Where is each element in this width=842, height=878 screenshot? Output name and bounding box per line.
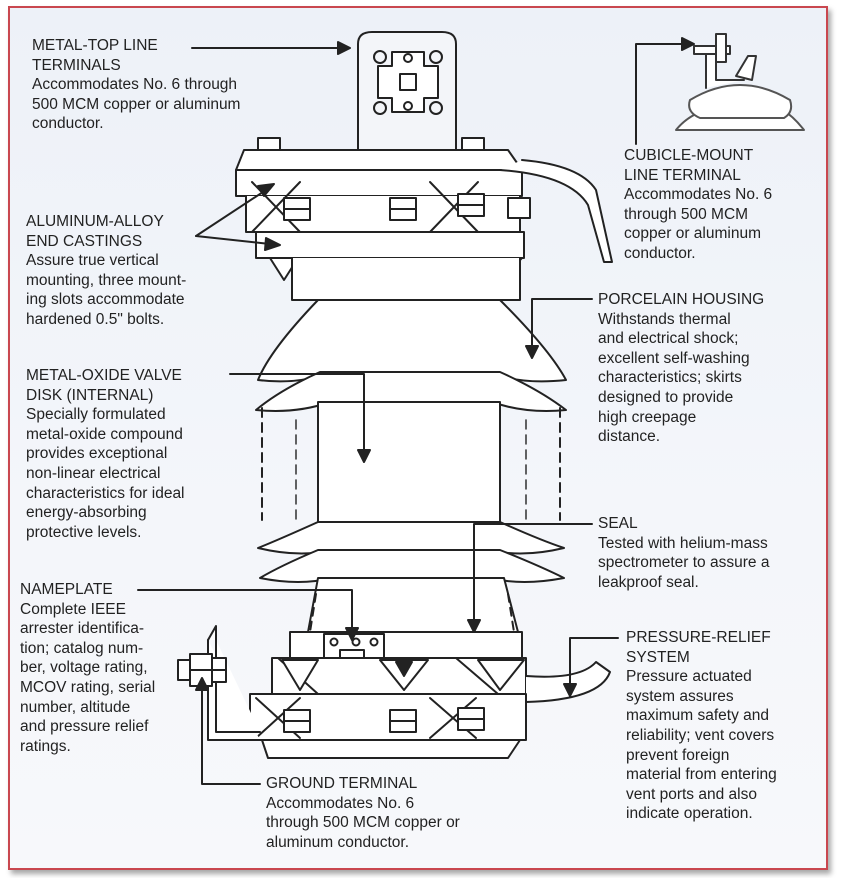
- ground-desc-1: Accommodates No. 6: [266, 794, 415, 812]
- metal-top-desc-1: Accommodates No. 6 through: [32, 76, 238, 94]
- metal-top-heading-2: TERMINALS: [32, 56, 121, 74]
- ground-desc-2: through 500 MCM copper or: [266, 814, 460, 832]
- cubicle-desc-4: conductor.: [624, 244, 696, 262]
- porcelain-desc-2: and electrical shock;: [598, 330, 739, 348]
- valve-desc-3: provides exceptional: [26, 445, 168, 463]
- castings-desc-4: hardened 0.5" bolts.: [26, 310, 165, 328]
- seal-heading: SEAL: [598, 515, 638, 532]
- ground-heading: GROUND TERMINAL: [266, 775, 418, 792]
- seal-desc-3: leakproof seal.: [598, 573, 699, 591]
- porcelain-desc-7: distance.: [598, 428, 661, 446]
- pressure-desc-4: reliability; vent covers: [626, 726, 775, 744]
- valve-desc-6: energy-absorbing: [26, 504, 147, 522]
- nameplate-desc-4: ber, voltage rating,: [20, 659, 148, 677]
- metal-top-heading-1: METAL-TOP LINE: [32, 37, 158, 54]
- cubicle-mount-inset: [675, 33, 805, 131]
- cubicle-desc-2: through 500 MCM: [624, 205, 749, 223]
- pressure-heading-1: PRESSURE-RELIEF: [626, 629, 771, 646]
- cubicle-desc-1: Accommodates No. 6: [624, 186, 773, 204]
- valve-heading-2: DISK (INTERNAL): [26, 386, 154, 404]
- nameplate-desc-8: ratings.: [20, 737, 71, 755]
- pressure-desc-1: Pressure actuated: [626, 668, 752, 686]
- castings-heading-2: END CASTINGS: [26, 232, 143, 250]
- end-castings-callout: ALUMINUM-ALLOY END CASTINGS Assure true …: [26, 212, 246, 330]
- cubicle-terminal-callout: CUBICLE-MOUNT LINE TERMINAL Accommodates…: [624, 146, 824, 264]
- pressure-desc-6: material from entering: [626, 766, 777, 784]
- porcelain-desc-1: Withstands thermal: [598, 310, 731, 328]
- metal-top-terminal: [357, 31, 457, 151]
- valve-desc-4: non-linear electrical: [26, 464, 161, 482]
- pressure-desc-2: system assures: [626, 687, 734, 705]
- pressure-heading-2: SYSTEM: [626, 648, 690, 666]
- cubicle-heading-1: CUBICLE-MOUNT: [624, 147, 754, 164]
- valve-desc-1: Specially formulated: [26, 406, 166, 424]
- seal-desc-2: spectrometer to assure a: [598, 554, 770, 572]
- nameplate-desc-6: number, altitude: [20, 698, 131, 716]
- porcelain-heading: PORCELAIN HOUSING: [598, 291, 765, 308]
- valve-disk-callout: METAL-OXIDE VALVE DISK (INTERNAL) Specia…: [26, 366, 246, 542]
- ground-terminal-callout: GROUND TERMINAL Accommodates No. 6 throu…: [266, 774, 536, 852]
- porcelain-desc-4: characteristics; skirts: [598, 369, 742, 387]
- valve-heading-1: METAL-OXIDE VALVE: [26, 367, 182, 384]
- nameplate-callout: NAMEPLATE Complete IEEE arrester identif…: [20, 580, 190, 756]
- pressure-relief-callout: PRESSURE-RELIEF SYSTEM Pressure actuated…: [626, 628, 826, 824]
- bottom-end-casting: [249, 631, 611, 759]
- callout-lines: [137, 37, 695, 785]
- porcelain-housing: [255, 257, 567, 633]
- valve-desc-5: characteristics for ideal: [26, 484, 185, 502]
- nameplate-heading: NAMEPLATE: [20, 581, 113, 598]
- ground-terminal-bracket: [177, 625, 261, 741]
- seal-callout: SEAL Tested with helium-mass spectromete…: [598, 514, 820, 592]
- cubicle-heading-2: LINE TERMINAL: [624, 166, 741, 184]
- metal-top-desc-2: 500 MCM copper or aluminum: [32, 95, 241, 113]
- valve-desc-7: protective levels.: [26, 523, 142, 541]
- porcelain-desc-3: excellent self-washing: [598, 349, 750, 367]
- castings-heading-1: ALUMINUM-ALLOY: [26, 213, 164, 230]
- nameplate-desc-7: and pressure relief: [20, 718, 149, 736]
- cubicle-desc-3: copper or aluminum: [624, 225, 761, 243]
- nameplate-desc-3: tion; catalog num-: [20, 639, 144, 657]
- valve-desc-2: metal-oxide compound: [26, 425, 183, 443]
- ground-desc-3: aluminum conductor.: [266, 833, 410, 851]
- nameplate-desc-2: arrester identifica-: [20, 620, 145, 638]
- pressure-desc-3: maximum safety and: [626, 707, 769, 725]
- pressure-desc-8: indicate operation.: [626, 805, 753, 823]
- porcelain-desc-5: designed to provide: [598, 388, 734, 406]
- seal-desc-1: Tested with helium-mass: [598, 534, 768, 552]
- pressure-desc-7: vent ports and also: [626, 785, 757, 803]
- porcelain-housing-callout: PORCELAIN HOUSING Withstands thermal and…: [598, 290, 820, 447]
- metal-top-terminal-callout: METAL-TOP LINE TERMINALS Accommodates No…: [32, 36, 332, 134]
- porcelain-desc-6: high creepage: [598, 408, 697, 426]
- nameplate-desc-5: MCOV rating, serial: [20, 678, 156, 696]
- castings-desc-1: Assure true vertical: [26, 252, 159, 270]
- castings-desc-3: ing slots accommodate: [26, 291, 185, 309]
- nameplate-desc-1: Complete IEEE: [20, 600, 126, 618]
- metal-top-desc-3: conductor.: [32, 115, 104, 133]
- pressure-desc-5: prevent foreign: [626, 746, 730, 764]
- castings-desc-2: mounting, three mount-: [26, 271, 187, 289]
- top-end-casting: [235, 137, 613, 287]
